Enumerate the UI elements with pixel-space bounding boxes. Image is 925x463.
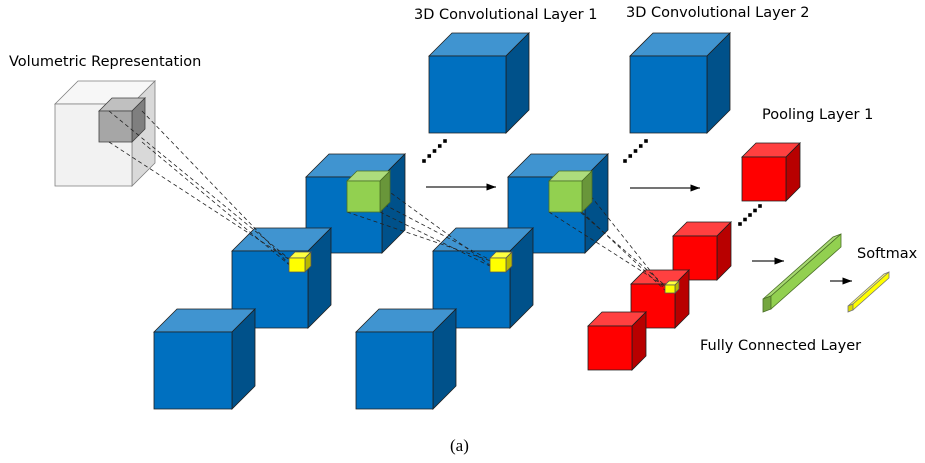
green-kernel-2 <box>548 170 593 213</box>
conv2-ellipsis-dots <box>623 139 648 163</box>
conv1-top-cube <box>428 32 530 134</box>
projection-line-c1 <box>581 184 669 294</box>
yellow-kernel-1 <box>288 251 312 273</box>
fc-bar-end <box>762 295 772 313</box>
top-cube-group <box>288 139 890 313</box>
volume-kernel-cube <box>98 97 146 143</box>
projection-line-b2 <box>346 211 495 263</box>
softmax-label: Softmax <box>857 246 918 262</box>
conv2-cube-front-front <box>355 331 434 410</box>
conv2-cube-front <box>355 308 457 410</box>
projection-line-a2 <box>108 141 294 263</box>
conv1-cube-front <box>153 308 256 410</box>
pool-cube-back <box>672 221 732 281</box>
yellow-kernel-1-front <box>288 257 306 273</box>
projection-line-b3 <box>379 211 495 269</box>
pool1-label: Pooling Layer 1 <box>762 107 874 123</box>
yellow-kernel-3 <box>664 280 680 294</box>
volumetric-label: Volumetric Representation <box>9 54 202 70</box>
fc-bar-side <box>770 233 842 310</box>
pool-top-cube-front <box>741 156 787 202</box>
conv2-top-cube <box>629 32 731 134</box>
yellow-kernel-3-front <box>664 284 676 294</box>
conv1-ellipsis-dots <box>422 139 447 163</box>
projection-line-b1 <box>379 184 495 269</box>
yellow-kernel-2 <box>489 251 513 273</box>
projection-line-a1 <box>141 110 294 269</box>
green-kernel-1-front <box>346 180 381 213</box>
green-kernel-2-front <box>548 180 583 213</box>
conv2-label: 3D Convolutional Layer 2 <box>626 5 810 21</box>
projection-line-a0 <box>108 110 294 263</box>
fc-label: Fully Connected Layer <box>700 338 862 354</box>
figure-caption: (a) <box>450 436 469 455</box>
pool-cube-front <box>587 311 647 371</box>
projection-line-c2 <box>548 211 669 289</box>
projection-line-a3 <box>141 141 294 269</box>
line-group <box>108 110 669 294</box>
pool-ellipsis-dots <box>738 204 762 226</box>
conv2-top-cube-front <box>629 55 708 134</box>
projection-line-c3 <box>581 211 669 294</box>
pool-cube-back-front <box>672 235 718 281</box>
conv1-label: 3D Convolutional Layer 1 <box>414 7 598 23</box>
cube-group <box>54 32 801 410</box>
fc-bar-top <box>762 233 842 300</box>
pool-cube-front-front <box>587 325 633 371</box>
yellow-kernel-2-front <box>489 257 507 273</box>
softmax-bar <box>847 271 890 313</box>
fully-connected-bar <box>762 233 842 313</box>
volume-kernel-cube-front <box>98 110 133 143</box>
green-kernel-1 <box>346 170 391 213</box>
conv1-top-cube-front <box>428 55 507 134</box>
conv1-cube-front-front <box>153 331 233 410</box>
pool-top-cube <box>741 142 801 202</box>
softmax-bar-side <box>852 271 890 311</box>
